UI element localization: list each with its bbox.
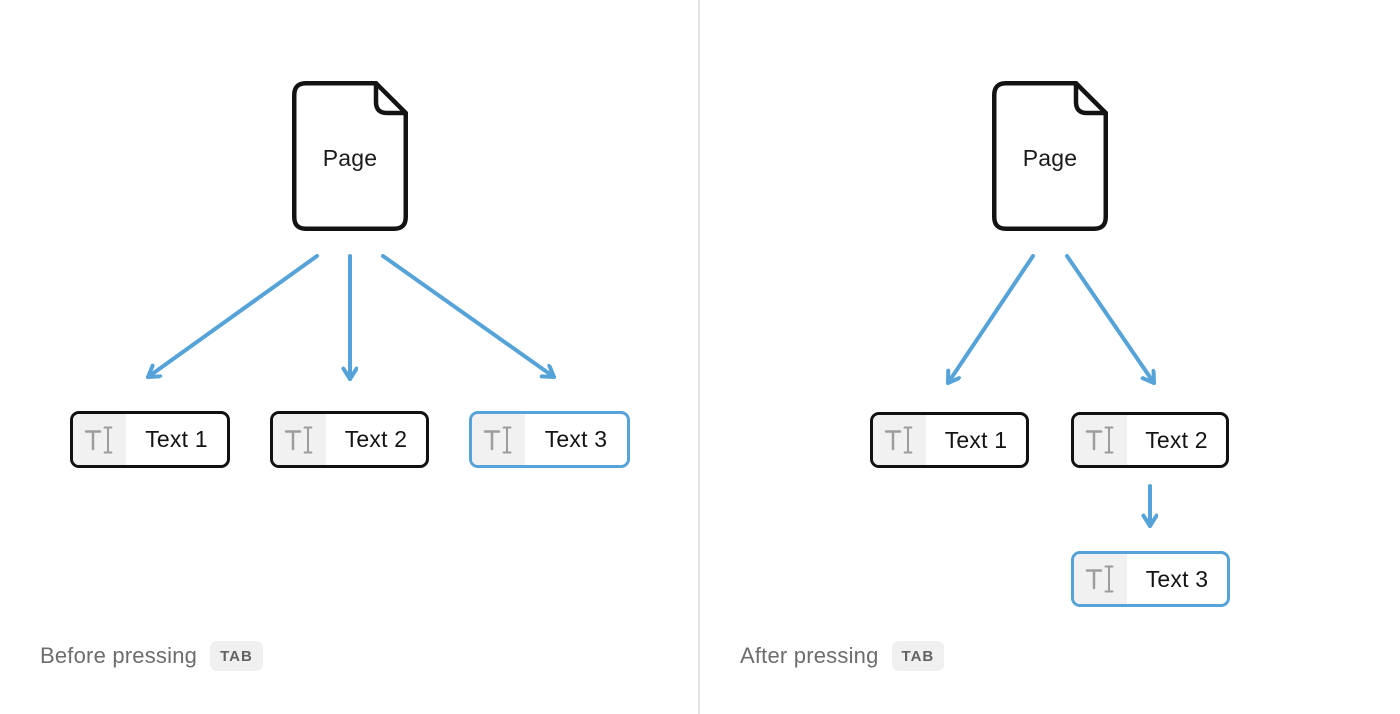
arrow-left-page-to-text1 (148, 254, 319, 377)
text-block-icon-chip (1074, 415, 1127, 465)
tab-key-badge: TAB (210, 641, 263, 671)
arrow-right-page-to-text2 (1065, 254, 1154, 383)
caption-before: Before pressing TAB (40, 641, 263, 671)
text-block-2: Text 2 (1071, 412, 1229, 468)
text-block-icon-chip (873, 415, 926, 465)
text-cursor-icon (284, 426, 312, 453)
tab-key-badge: TAB (891, 641, 945, 671)
text-cursor-icon (1085, 565, 1113, 593)
page-icon (992, 81, 1108, 231)
text-block-label: Text 2 (344, 426, 408, 452)
caption-after: After pressing TAB (740, 641, 945, 671)
text-block-icon-chip (273, 414, 326, 465)
text-block-icon-chip (73, 414, 126, 465)
text-block-label: Text 3 (1145, 565, 1209, 592)
text-block-2: Text 2 (270, 411, 429, 468)
text-block-icon-chip (1074, 554, 1127, 604)
page-label: Page (1022, 144, 1078, 171)
text-cursor-icon (884, 426, 912, 454)
text-block-3-highlighted: Text 3 (469, 411, 630, 468)
page-node: Page (992, 81, 1108, 231)
arrow-right-page-to-text1 (948, 254, 1035, 383)
text-block-3-highlighted: Text 3 (1071, 551, 1230, 607)
arrow-left-page-to-text3 (381, 254, 554, 377)
text-block-icon-chip (472, 414, 525, 465)
page-icon (292, 81, 408, 231)
text-block-label: Text 3 (544, 426, 608, 452)
text-cursor-icon (1085, 426, 1113, 454)
text-block-label: Text 2 (1145, 426, 1208, 453)
page-label: Page (322, 144, 378, 171)
text-block-label: Text 1 (145, 426, 208, 452)
text-block-1: Text 1 (70, 411, 230, 468)
text-cursor-icon (483, 426, 511, 453)
text-block-label: Text 1 (944, 426, 1008, 453)
caption-text: After pressing (740, 643, 879, 668)
page-node: Page (292, 81, 408, 231)
caption-text: Before pressing (40, 643, 198, 668)
text-cursor-icon (84, 426, 112, 453)
panel-divider (698, 0, 700, 714)
text-block-1: Text 1 (870, 412, 1029, 468)
